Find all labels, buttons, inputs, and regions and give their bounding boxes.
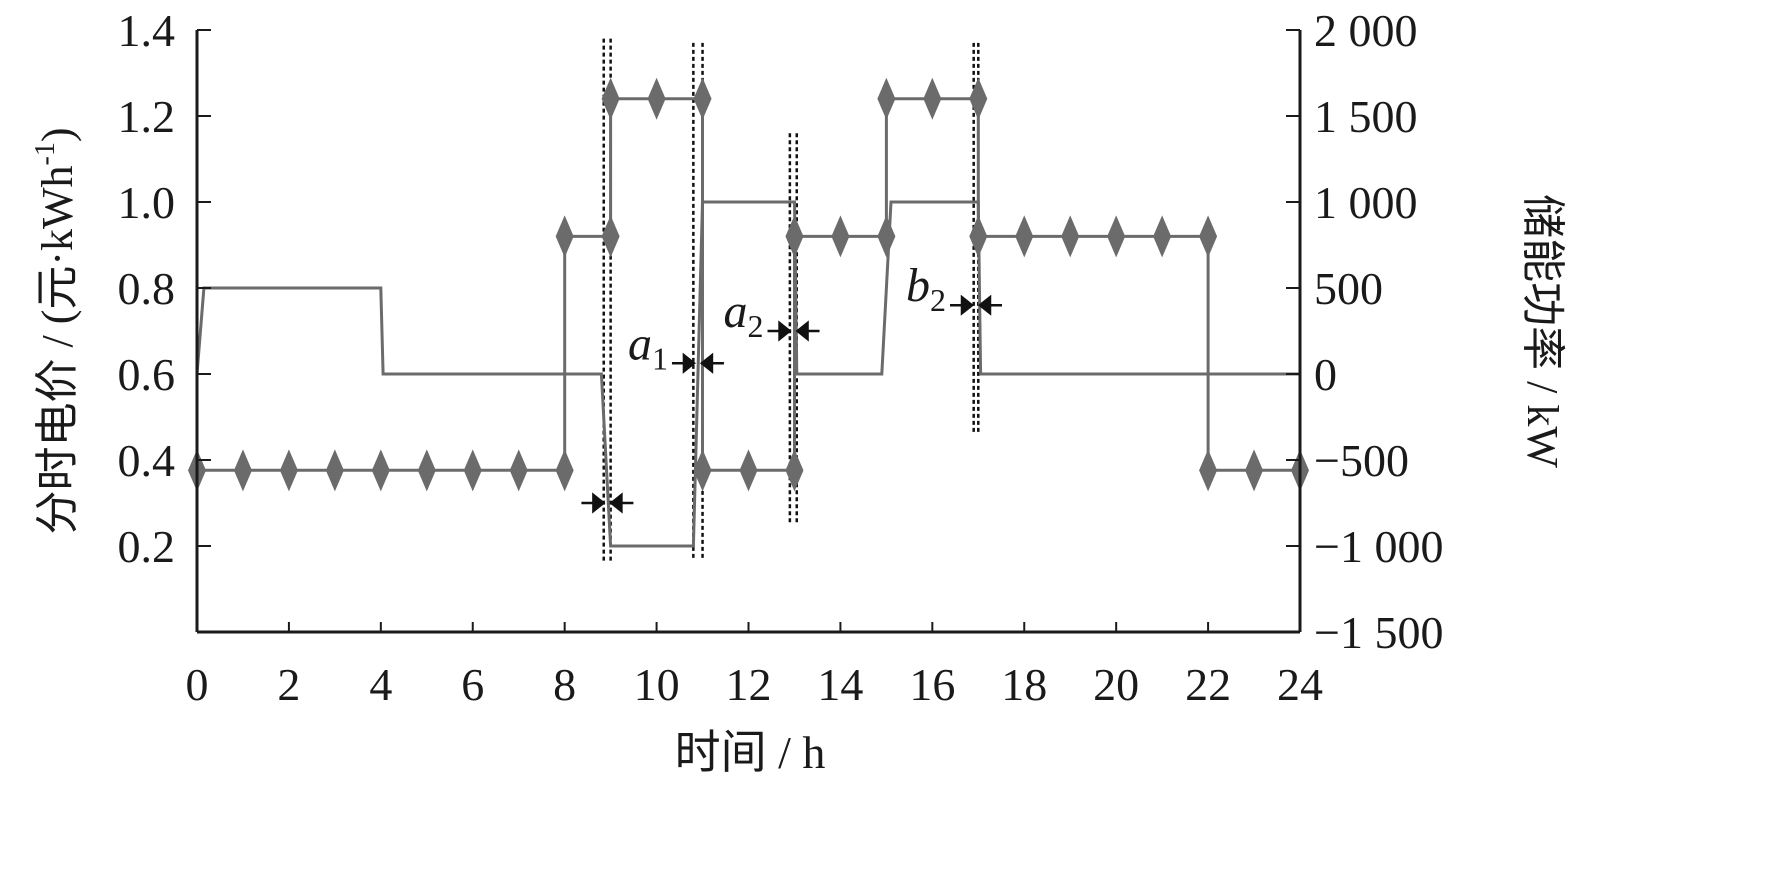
x-tick-label: 10: [634, 659, 680, 710]
arrow-left-icon: [977, 294, 1002, 316]
power-point-diamond: [463, 449, 482, 492]
power-point-diamond: [693, 77, 712, 120]
left-tick-label: 0.2: [118, 521, 176, 572]
power-point-diamond: [785, 449, 804, 492]
power-point-diamond: [693, 449, 712, 492]
power-point-diamond: [417, 449, 436, 492]
power-point-diamond: [555, 215, 574, 258]
annotation-letter: b: [906, 259, 930, 312]
power-point-diamond: [325, 449, 344, 492]
power-point-diamond: [647, 77, 666, 120]
power-point-diamond: [877, 215, 896, 258]
annotation-letter: a: [724, 285, 748, 338]
x-tick-label: 22: [1185, 659, 1231, 710]
power-point-diamond: [923, 77, 942, 120]
power-line: [197, 97, 1300, 472]
x-tick-label: 16: [909, 659, 955, 710]
power-point-diamond: [1245, 449, 1264, 492]
price-line: [195, 200, 1300, 548]
right-tick-label: 1 500: [1314, 91, 1418, 142]
power-point-diamond: [831, 215, 850, 258]
arrow-right-icon: [581, 492, 606, 514]
power-point-diamond: [601, 77, 620, 120]
left-axis-title: 分时电价 / (元·kWh-1): [30, 127, 82, 534]
power-point-diamond: [371, 449, 390, 492]
right-tick-label: 0: [1314, 349, 1337, 400]
annotation-subscript: 1: [652, 340, 668, 376]
annotation-label: b2: [906, 259, 946, 318]
annotation-subscript: 2: [930, 282, 946, 318]
x-tick-label: 8: [553, 659, 576, 710]
power-point-diamond: [739, 449, 758, 492]
power-point-diamond: [969, 215, 988, 258]
right-tick-label: −1 000: [1314, 521, 1443, 572]
annotation-letter: a: [628, 317, 652, 370]
arrow-left-icon: [699, 352, 724, 374]
arrow-left-icon: [609, 492, 634, 514]
arrow-right-icon: [767, 320, 792, 342]
power-point-diamond: [969, 77, 988, 120]
right-tick-label: 1 000: [1314, 177, 1418, 228]
left-tick-label: 1.0: [118, 177, 176, 228]
right-axis-title: 储能功率 / kW: [1518, 194, 1567, 468]
power-point-diamond: [555, 449, 574, 492]
power-point-diamond: [1061, 215, 1080, 258]
arrow-right-icon: [949, 294, 974, 316]
x-tick-label: 0: [186, 659, 209, 710]
power-point-diamond: [785, 215, 804, 258]
right-tick-label: 2 000: [1314, 5, 1418, 56]
arrow-left-icon: [795, 320, 820, 342]
x-tick-label: 6: [461, 659, 484, 710]
right-tick-label: 500: [1314, 263, 1383, 314]
power-point-diamond: [1015, 215, 1034, 258]
power-point-diamond: [509, 449, 528, 492]
annotation-label: a1: [628, 317, 668, 376]
x-tick-label: 20: [1093, 659, 1139, 710]
x-tick-label: 4: [369, 659, 392, 710]
power-point-diamond: [279, 449, 298, 492]
power-point-diamond: [1153, 215, 1172, 258]
arrow-right-icon: [671, 352, 696, 374]
left-tick-label: 0.8: [118, 263, 176, 314]
x-tick-label: 24: [1277, 659, 1323, 710]
power-point-diamond: [1199, 215, 1218, 258]
power-point-diamond: [233, 449, 252, 492]
x-tick-label: 12: [726, 659, 772, 710]
x-axis-title: 时间 / h: [675, 727, 826, 778]
power-point-diamond: [601, 215, 620, 258]
x-tick-label: 14: [817, 659, 863, 710]
annotation-label: a2: [724, 285, 764, 344]
power-point-diamond: [1199, 449, 1218, 492]
x-tick-label: 2: [277, 659, 300, 710]
left-tick-label: 1.4: [118, 5, 176, 56]
left-axis-title-sup: -1: [30, 142, 61, 165]
left-tick-label: 0.4: [118, 435, 176, 486]
right-tick-label: −500: [1314, 435, 1409, 486]
power-point-diamond: [1107, 215, 1126, 258]
annotation-subscript: 2: [748, 308, 764, 344]
right-tick-label: −1 500: [1314, 607, 1443, 658]
x-tick-label: 18: [1001, 659, 1047, 710]
left-tick-label: 1.2: [118, 91, 176, 142]
power-point-diamond: [877, 77, 896, 120]
left-tick-label: 0.6: [118, 349, 176, 400]
left-axis-title-close: ): [33, 127, 82, 142]
series-layer: [188, 77, 1309, 548]
left-axis-title-main: 分时电价 / (元·kWh: [33, 165, 82, 534]
